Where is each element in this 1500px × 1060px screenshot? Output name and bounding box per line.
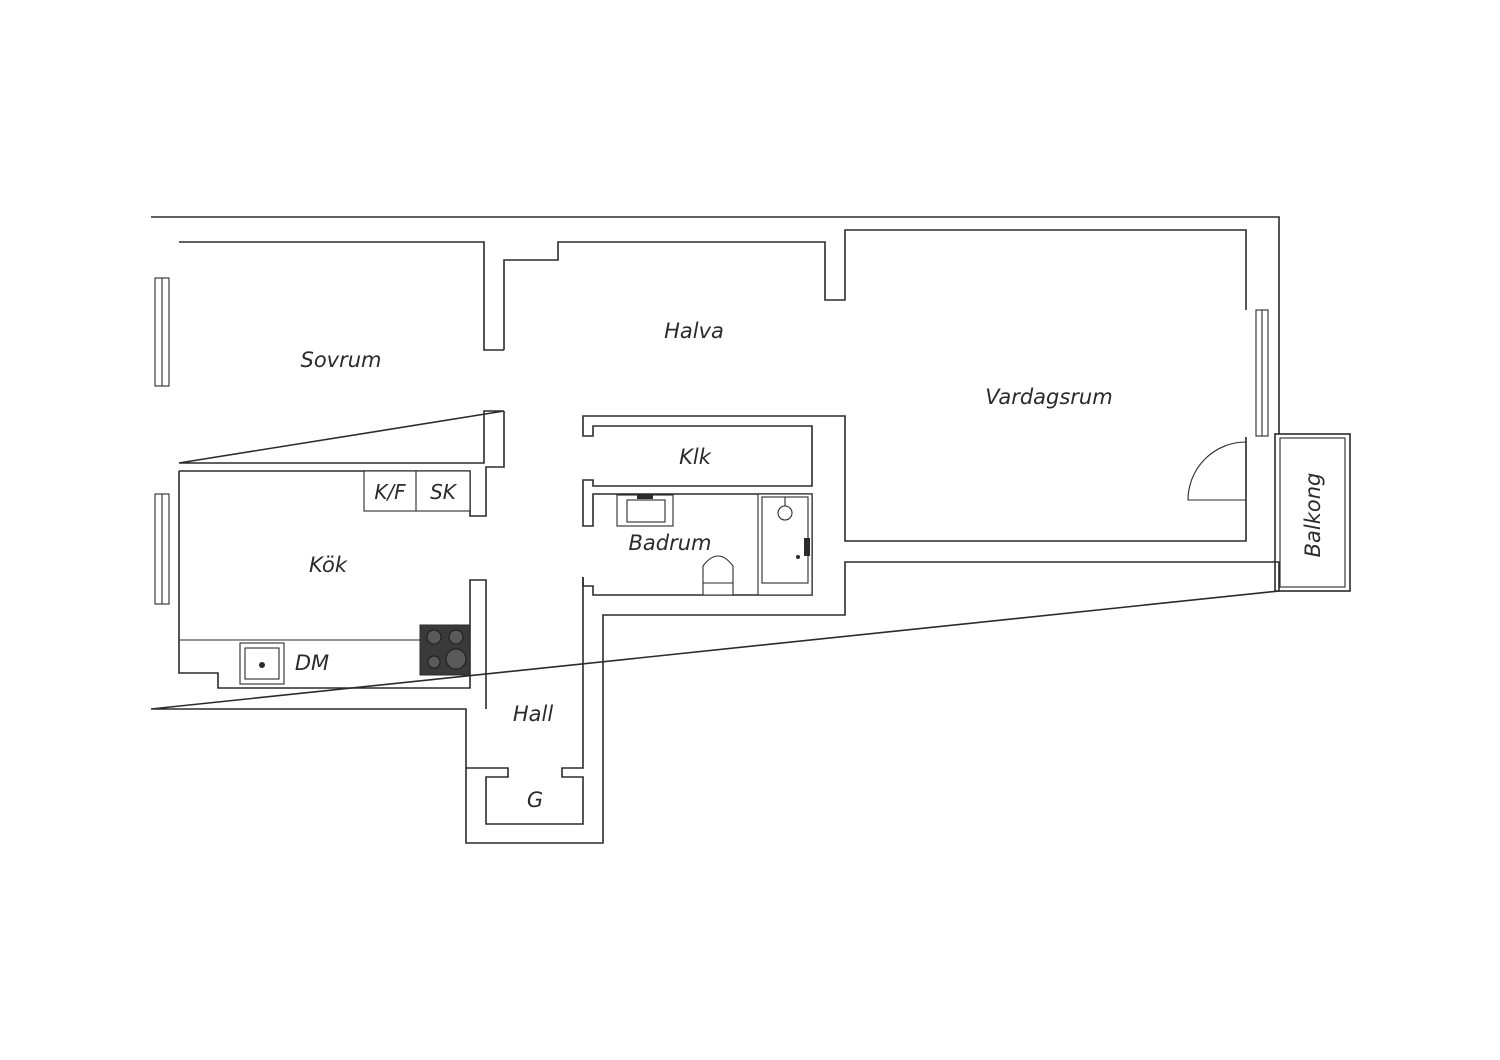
halva-wall — [503, 229, 1247, 350]
room-label-hall: Hall — [513, 702, 553, 726]
room-label-vardagsrum: Vardagsrum — [985, 385, 1112, 409]
balkong — [1274, 433, 1351, 592]
kok-lower-wall — [178, 471, 487, 709]
room-label-klk: Klk — [679, 445, 712, 469]
room-label-sovrum: Sovrum — [300, 348, 381, 372]
door-swing-icon — [1187, 437, 1247, 501]
hall-wall — [466, 577, 584, 825]
stove-icon — [419, 624, 471, 676]
outer-wall — [150, 216, 1280, 844]
washbasin-icon — [616, 494, 674, 527]
window-icon — [154, 277, 1269, 605]
vardagsrum-wall — [582, 415, 1247, 596]
toilet-icon — [702, 555, 734, 596]
room-label-garderob: G — [527, 788, 543, 812]
fixture-label-dm: DM — [295, 651, 329, 675]
room-label-kok: Kök — [309, 553, 348, 577]
fixture-label-kf: K/F — [374, 480, 406, 504]
room-label-halva: Halva — [664, 319, 724, 343]
sovrum-wall — [178, 241, 505, 464]
shower-icon — [757, 493, 813, 596]
sink-icon — [239, 642, 285, 685]
kitchen-cabinets — [363, 470, 471, 512]
room-label-balkong: Balkong — [1301, 473, 1325, 558]
room-label-badrum: Badrum — [628, 531, 711, 555]
fixture-label-sk: SK — [430, 480, 458, 504]
